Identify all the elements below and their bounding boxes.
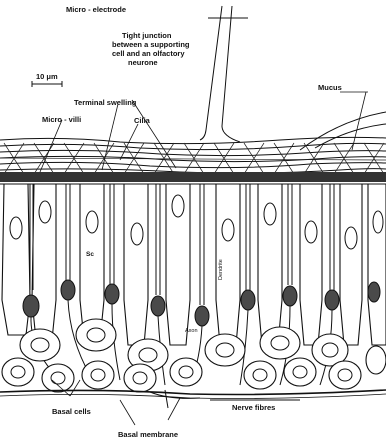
micro-electrode [200, 6, 248, 142]
basal-cells-label: Basal cells [52, 407, 91, 416]
tight-junction-label-3: cell and an olfactory [112, 49, 185, 58]
apical-surface [0, 172, 386, 184]
basal-membrane-label: Basal membrane [118, 430, 178, 439]
supporting-cells [2, 184, 386, 345]
tight-junction-label-2: between a supporting [112, 40, 190, 49]
sc-label: Sc [86, 251, 94, 258]
neurone-nuclei [23, 280, 380, 326]
scale-bar [32, 81, 62, 87]
terminal-swelling-label: Terminal swelling [74, 98, 137, 107]
mucus-label: Mucus [318, 83, 342, 92]
axon-label: Axon [185, 328, 198, 334]
scale-bar-label: 10 μm [36, 72, 58, 81]
cilia-label: Cilia [134, 116, 151, 125]
basal-membrane-line [0, 390, 386, 408]
dendrite-label: Dendrite [218, 259, 224, 280]
nerve-fibres-label: Nerve fibres [232, 403, 275, 412]
micro-electrode-label: Micro - electrode [66, 5, 126, 14]
tight-junction-label-1: Tight junction [122, 31, 172, 40]
tight-junction-label-4: neurone [128, 58, 158, 67]
micro-villi-label: Micro - villi [42, 115, 81, 124]
